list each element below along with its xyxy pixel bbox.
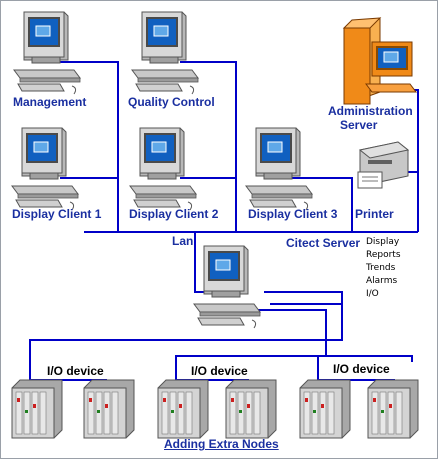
adding-extra-nodes-link[interactable]: Adding Extra Nodes: [164, 437, 279, 451]
display-client-1-label: Display Client 1: [12, 207, 102, 221]
display-client-3-computer[interactable]: [245, 127, 313, 211]
display-client-2-computer[interactable]: [129, 127, 197, 211]
display-client-3-label: Display Client 3: [248, 207, 338, 221]
administration-server-label-line1: Administration: [328, 104, 413, 118]
io-rack-2b[interactable]: [225, 379, 277, 439]
quality-control-label: Quality Control: [128, 95, 215, 109]
quality-control-computer[interactable]: [131, 11, 199, 95]
io-device-label-3: I/O device: [332, 362, 391, 376]
management-label: Management: [13, 95, 87, 109]
server-function-display: Display: [366, 237, 400, 247]
io-rack-3a[interactable]: [299, 379, 351, 439]
display-client-1-computer[interactable]: [11, 127, 79, 211]
administration-server-computer[interactable]: [342, 17, 417, 105]
server-functions-list: Display Reports Trends Alarms I/O: [366, 236, 401, 301]
io-rack-2a[interactable]: [157, 379, 209, 439]
network-lines: [29, 61, 419, 388]
server-function-reports: Reports: [366, 250, 401, 260]
server-function-alarms: Alarms: [366, 276, 398, 286]
citect-server-label: Citect Server: [286, 236, 361, 250]
io-device-label-2: I/O device: [190, 364, 249, 378]
lan-label: Lan: [172, 234, 194, 248]
citect-server-computer[interactable]: [193, 245, 261, 329]
io-device-label-1: I/O device: [46, 364, 105, 378]
printer-label: Printer: [355, 207, 394, 221]
management-computer[interactable]: [13, 11, 81, 95]
display-client-2-label: Display Client 2: [129, 207, 219, 221]
server-function-io: I/O: [366, 289, 379, 299]
io-rack-3b[interactable]: [367, 379, 419, 439]
io-rack-1a[interactable]: [11, 379, 63, 439]
server-function-trends: Trends: [366, 263, 396, 273]
io-rack-1b[interactable]: [83, 379, 135, 439]
administration-server-label-line2: Server: [340, 118, 378, 132]
printer-device[interactable]: [357, 141, 410, 189]
